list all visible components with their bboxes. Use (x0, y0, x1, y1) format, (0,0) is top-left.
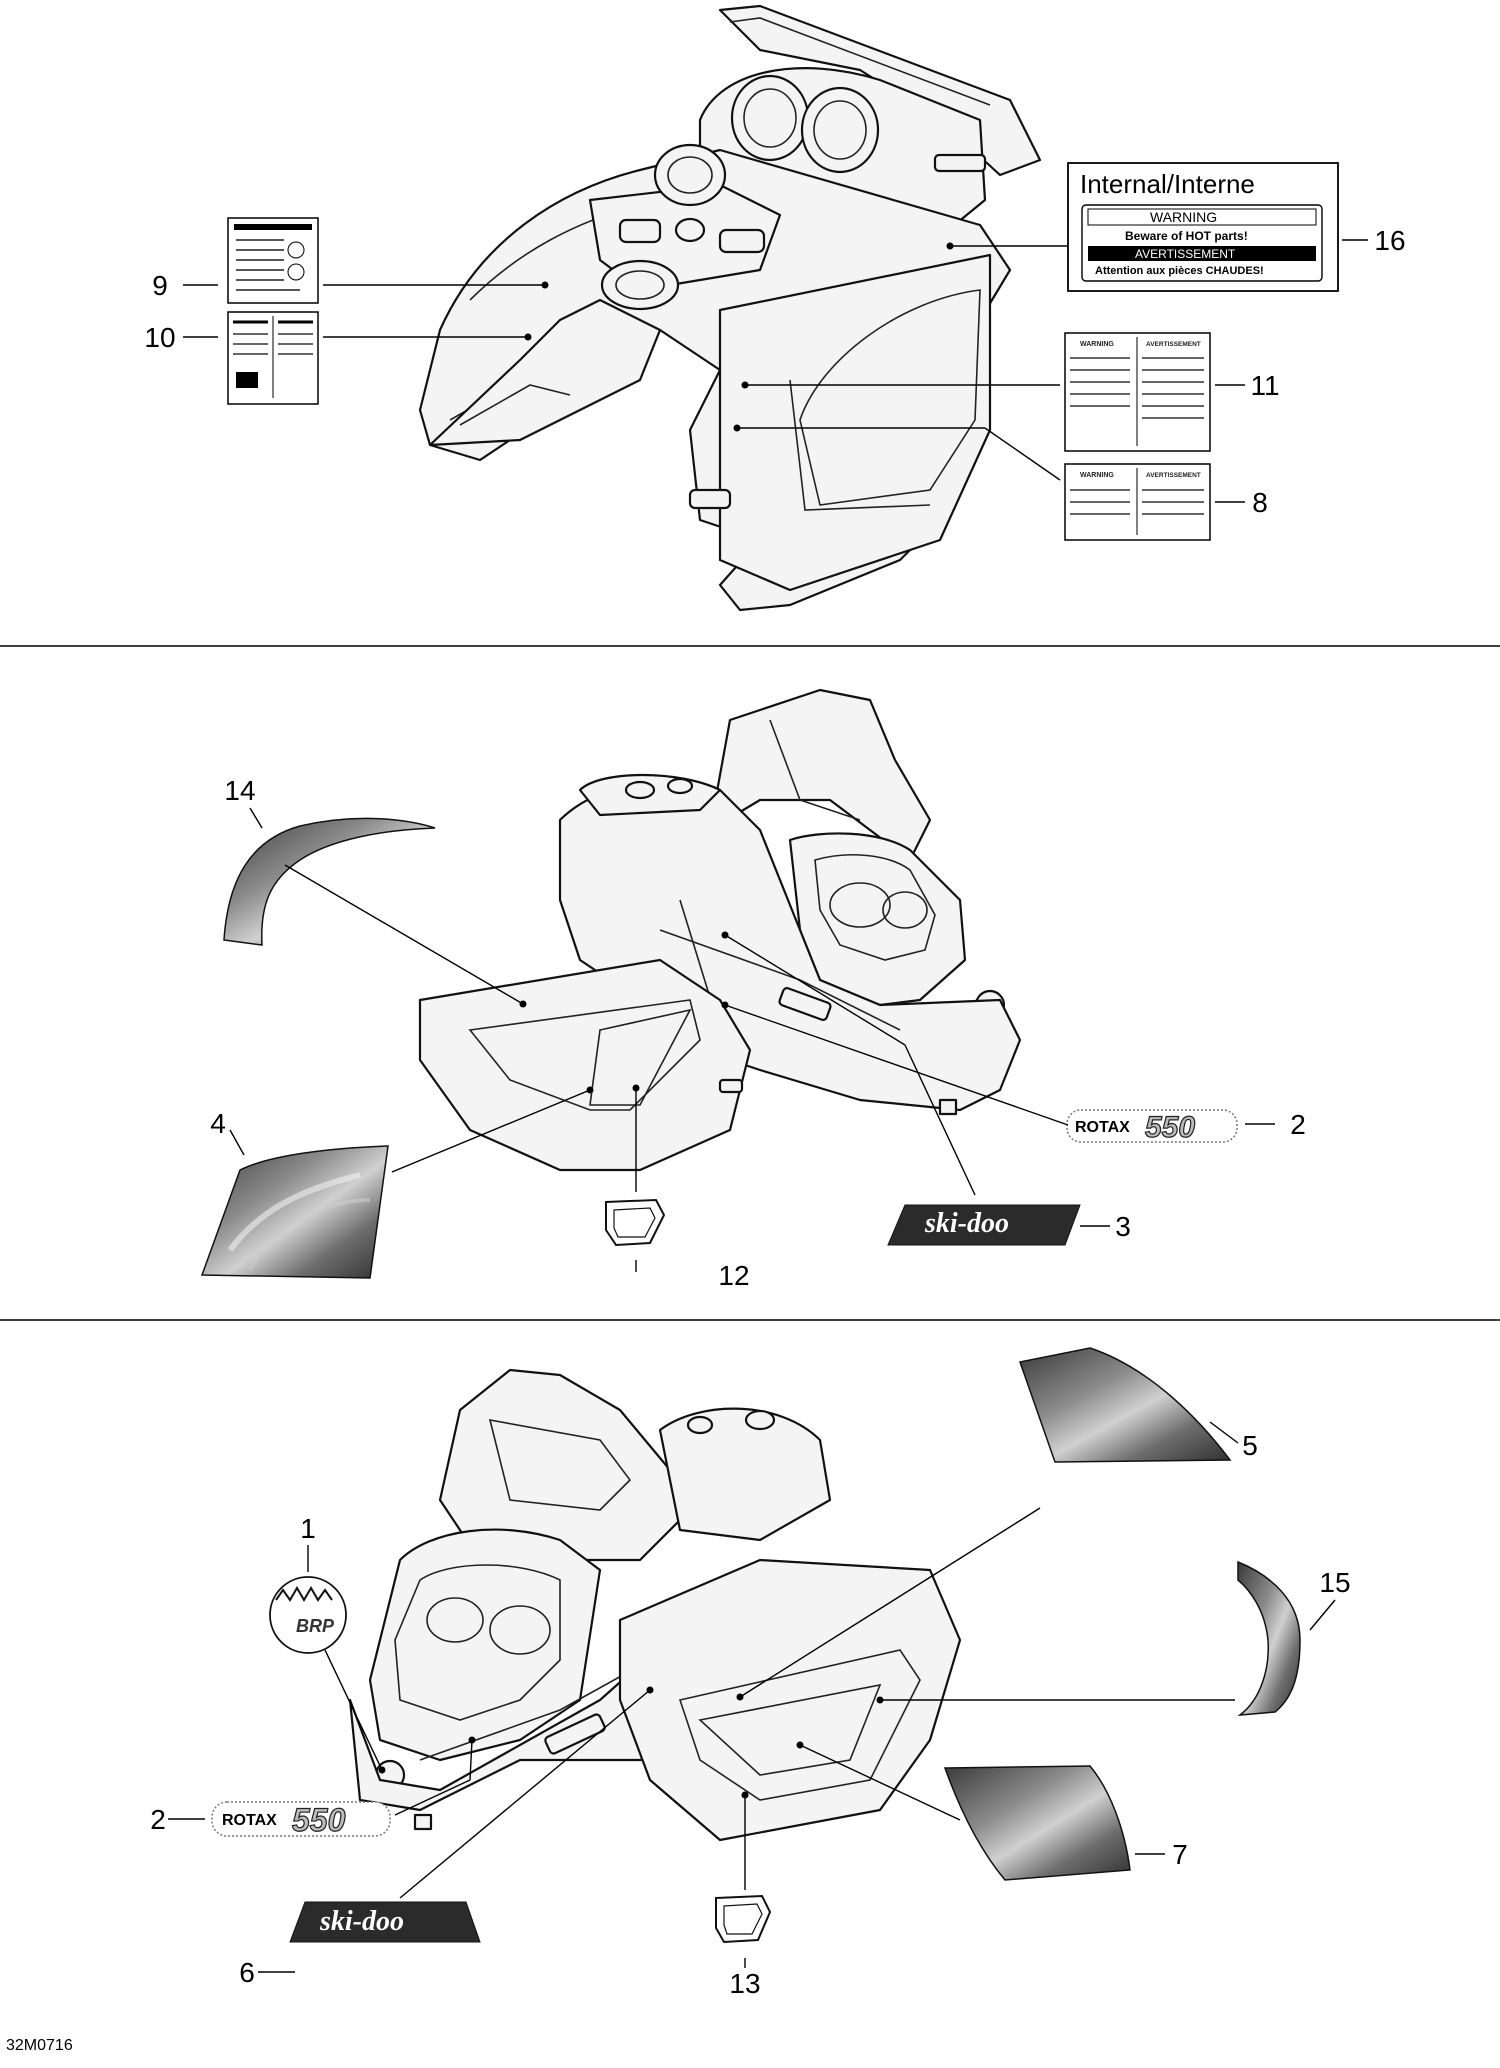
bottom-hood-view (348, 1368, 962, 1842)
decal-5-graphic (1019, 1347, 1232, 1463)
decal-6-skidoo: ski-doo (289, 1901, 481, 1943)
internal-box-title: Internal/Interne (1080, 169, 1255, 199)
callout-3: 3 (1115, 1211, 1131, 1242)
decal-12-graphic (605, 1198, 666, 1247)
middle-leader-lines (229, 807, 1275, 1272)
bottom-leader-lines (168, 1421, 1336, 1973)
callout-1: 1 (300, 1513, 316, 1544)
decal-1-brp-word: BRP (296, 1616, 335, 1636)
callout-15: 15 (1319, 1567, 1350, 1598)
decal-2-rotax-bottom: ROTAX 550 (211, 1801, 391, 1839)
callout-13: 13 (729, 1968, 760, 1999)
decal-2-bottom-rotax-word: ROTAX (222, 1812, 277, 1829)
callout-14: 14 (224, 775, 255, 806)
decal-8-warning-label: WARNING AVERTISSEMENT (1064, 463, 1211, 541)
decal-11-avertissement-header: AVERTISSEMENT (1146, 341, 1201, 348)
decal-14-graphic (223, 817, 436, 946)
decal-8-avertissement-header: AVERTISSEMENT (1146, 472, 1201, 479)
decal-11-warning-header: WARNING (1080, 341, 1114, 348)
decal-6-skidoo-word: ski-doo (319, 1906, 404, 1937)
internal-warning-text: Beware of HOT parts! (1125, 229, 1248, 243)
callout-4: 4 (210, 1108, 226, 1139)
callout-11: 11 (1250, 370, 1279, 401)
top-leader-lines (183, 239, 1368, 503)
callout-7: 7 (1172, 1839, 1188, 1870)
decal-7-graphic (943, 1765, 1131, 1881)
top-hood-view (418, 4, 1042, 612)
callout-10: 10 (144, 322, 175, 353)
callout-2-middle: 2 (1290, 1109, 1306, 1140)
callout-5: 5 (1242, 1430, 1258, 1461)
decal-8-warning-header: WARNING (1080, 472, 1114, 479)
decal-11-warning-label: WARNING AVERTISSEMENT (1064, 332, 1211, 452)
decal-15-graphic (1237, 1560, 1301, 1716)
figure-code: 32M0716 (6, 2037, 73, 2054)
decal-1-brp-badge: BRP (269, 1576, 347, 1654)
decal-9-warning-label (227, 217, 319, 304)
decal-2-bottom-rotax-number: 550 (292, 1802, 346, 1838)
internal-avertissement-text: Attention aux pièces CHAUDES! (1095, 265, 1264, 277)
internal-avertissement-header: AVERTISSEMENT (1135, 247, 1236, 261)
decal-10-warning-label (227, 311, 319, 405)
callout-16: 16 (1374, 225, 1405, 256)
internal-warning-header: WARNING (1150, 209, 1217, 225)
decal-2-rotax-number: 550 (1145, 1111, 1195, 1144)
decal-13-graphic (715, 1894, 772, 1944)
callout-2-bottom: 2 (150, 1804, 166, 1835)
decal-3-skidoo-word: ski-doo (924, 1208, 1009, 1239)
internal-box-16: Internal/Interne WARNING Beware of HOT p… (1067, 162, 1339, 292)
callout-12: 12 (718, 1260, 749, 1291)
decal-2-rotax-middle: ROTAX 550 (1066, 1109, 1238, 1145)
decal-3-skidoo: ski-doo (887, 1204, 1081, 1246)
callout-6: 6 (239, 1957, 255, 1988)
callout-9: 9 (152, 270, 168, 301)
middle-hood-view (418, 688, 1022, 1172)
decal-4-graphic (200, 1145, 389, 1279)
decal-2-rotax-word: ROTAX (1075, 1119, 1130, 1136)
callout-8: 8 (1252, 487, 1268, 518)
